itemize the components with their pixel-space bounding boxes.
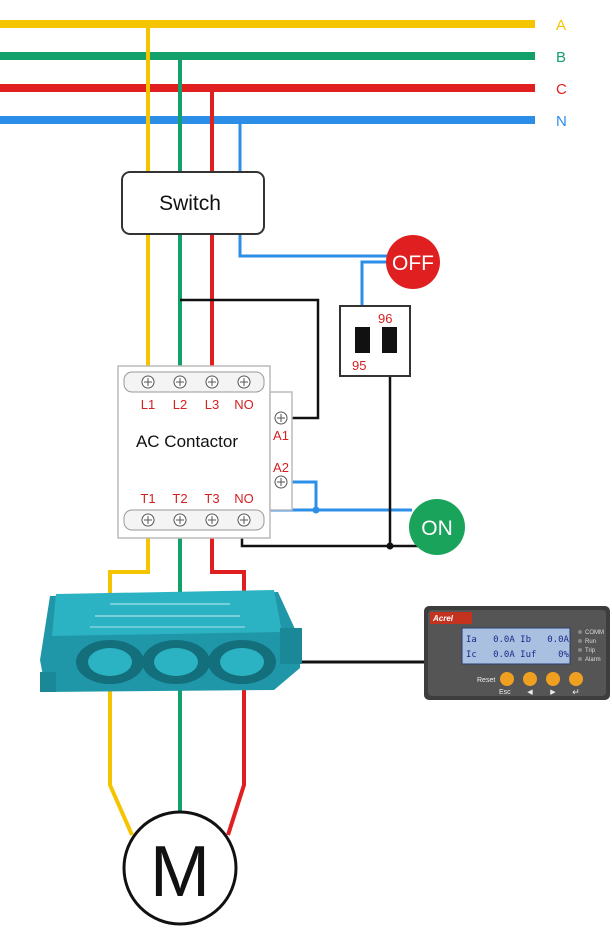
screw-l2[interactable]	[173, 375, 187, 389]
phase-label-n: N	[556, 113, 567, 130]
switch-label: Switch	[159, 192, 221, 215]
phase-bus	[0, 20, 535, 124]
wire-t3-to-ct	[210, 520, 246, 600]
left-button[interactable]: ◀	[523, 672, 537, 696]
top-terminal-strip	[123, 371, 265, 393]
ct-hole-a	[76, 640, 144, 684]
off-button-label: OFF	[392, 252, 434, 275]
enter-button[interactable]: ↵	[569, 672, 583, 697]
led-alarm	[578, 657, 582, 661]
contactor-title: AC Contactor	[136, 432, 238, 451]
esc-label: Esc	[499, 689, 511, 696]
screw-t2[interactable]	[173, 513, 187, 527]
terminal-label-l2: L2	[173, 397, 187, 412]
terminal-label-a2: A2	[273, 460, 289, 475]
on-button-label: ON	[421, 517, 453, 540]
screw-l1[interactable]	[141, 375, 155, 389]
junction-black	[386, 542, 394, 550]
screw-no-bottom[interactable]	[237, 513, 251, 527]
on-button[interactable]: ON	[409, 499, 465, 555]
wire-ct-to-motor-a	[108, 688, 134, 836]
contact-96	[382, 327, 397, 353]
reset-label: Reset	[477, 677, 495, 684]
terminal-label-l1: L1	[141, 397, 155, 412]
terminal-label-t2: T2	[172, 491, 187, 506]
wire-n-to-off	[238, 120, 392, 258]
indicator-comm: COMM	[585, 630, 604, 636]
enter-arrow-icon: ↵	[572, 687, 580, 697]
contact-95	[355, 327, 370, 353]
ct-hole-b	[142, 640, 210, 684]
screw-l3[interactable]	[205, 375, 219, 389]
indicator-alarm: Alarm	[585, 657, 601, 663]
overload-relay-contact: 96 95	[339, 305, 411, 377]
right-button[interactable]: ▶	[546, 672, 560, 696]
switch-box[interactable]: Switch	[121, 171, 265, 235]
terminal-label-no-bottom: NO	[234, 491, 254, 506]
contactor-body	[117, 365, 271, 539]
ct-hole-c	[208, 640, 276, 684]
current-transformer	[40, 590, 302, 692]
bottom-terminal-strip	[123, 509, 265, 531]
off-button[interactable]: OFF	[386, 235, 440, 289]
reset-button[interactable]	[500, 672, 514, 686]
indicator-run: Run	[585, 639, 596, 645]
led-comm	[578, 630, 582, 634]
wire-no-bottom-to-on	[240, 520, 436, 548]
relay-label-96: 96	[378, 311, 392, 326]
terminal-label-no-top: NO	[234, 397, 254, 412]
terminal-label-t1: T1	[140, 491, 155, 506]
screw-a2[interactable]	[274, 475, 288, 489]
left-arrow-icon: ◀	[527, 689, 533, 696]
screw-t3[interactable]	[205, 513, 219, 527]
brand-label: Acrel	[432, 614, 454, 623]
right-arrow-icon: ▶	[550, 689, 556, 696]
led-run	[578, 639, 582, 643]
motor: M	[122, 810, 238, 926]
terminal-label-t3: T3	[204, 491, 219, 506]
terminal-label-l3: L3	[205, 397, 219, 412]
wire-l2-to-a1	[180, 298, 320, 420]
phase-label-a: A	[556, 17, 566, 34]
wire-ct-to-motor-c	[226, 688, 246, 836]
lcd-screen	[461, 627, 571, 665]
phase-label-c: C	[556, 81, 567, 98]
junction-blue	[312, 506, 320, 514]
ac-contactor: L1 L2 L3 NO T1 T2 T3 NO A1 A2 AC Contact…	[117, 365, 293, 539]
screw-a1[interactable]	[274, 411, 288, 425]
relay-label-95: 95	[352, 358, 366, 373]
screw-t1[interactable]	[141, 513, 155, 527]
wire-t1-to-ct	[108, 520, 150, 600]
coil-terminal-block	[269, 391, 293, 511]
motor-protector: Acrel Ia 0.0A Ib 0.0A Ic 0.0A Iuf 0% COM…	[424, 606, 610, 700]
indicator-trip: Trip	[585, 648, 596, 654]
brand-bar	[430, 612, 472, 624]
motor-label: M	[150, 832, 210, 912]
led-trip	[578, 648, 582, 652]
terminal-label-a1: A1	[273, 428, 289, 443]
screw-no-top[interactable]	[237, 375, 251, 389]
lcd-row-2: Ic 0.0A Iuf 0%	[466, 650, 570, 660]
lcd-row-1: Ia 0.0A Ib 0.0A	[466, 635, 570, 645]
phase-label-b: B	[556, 49, 566, 66]
